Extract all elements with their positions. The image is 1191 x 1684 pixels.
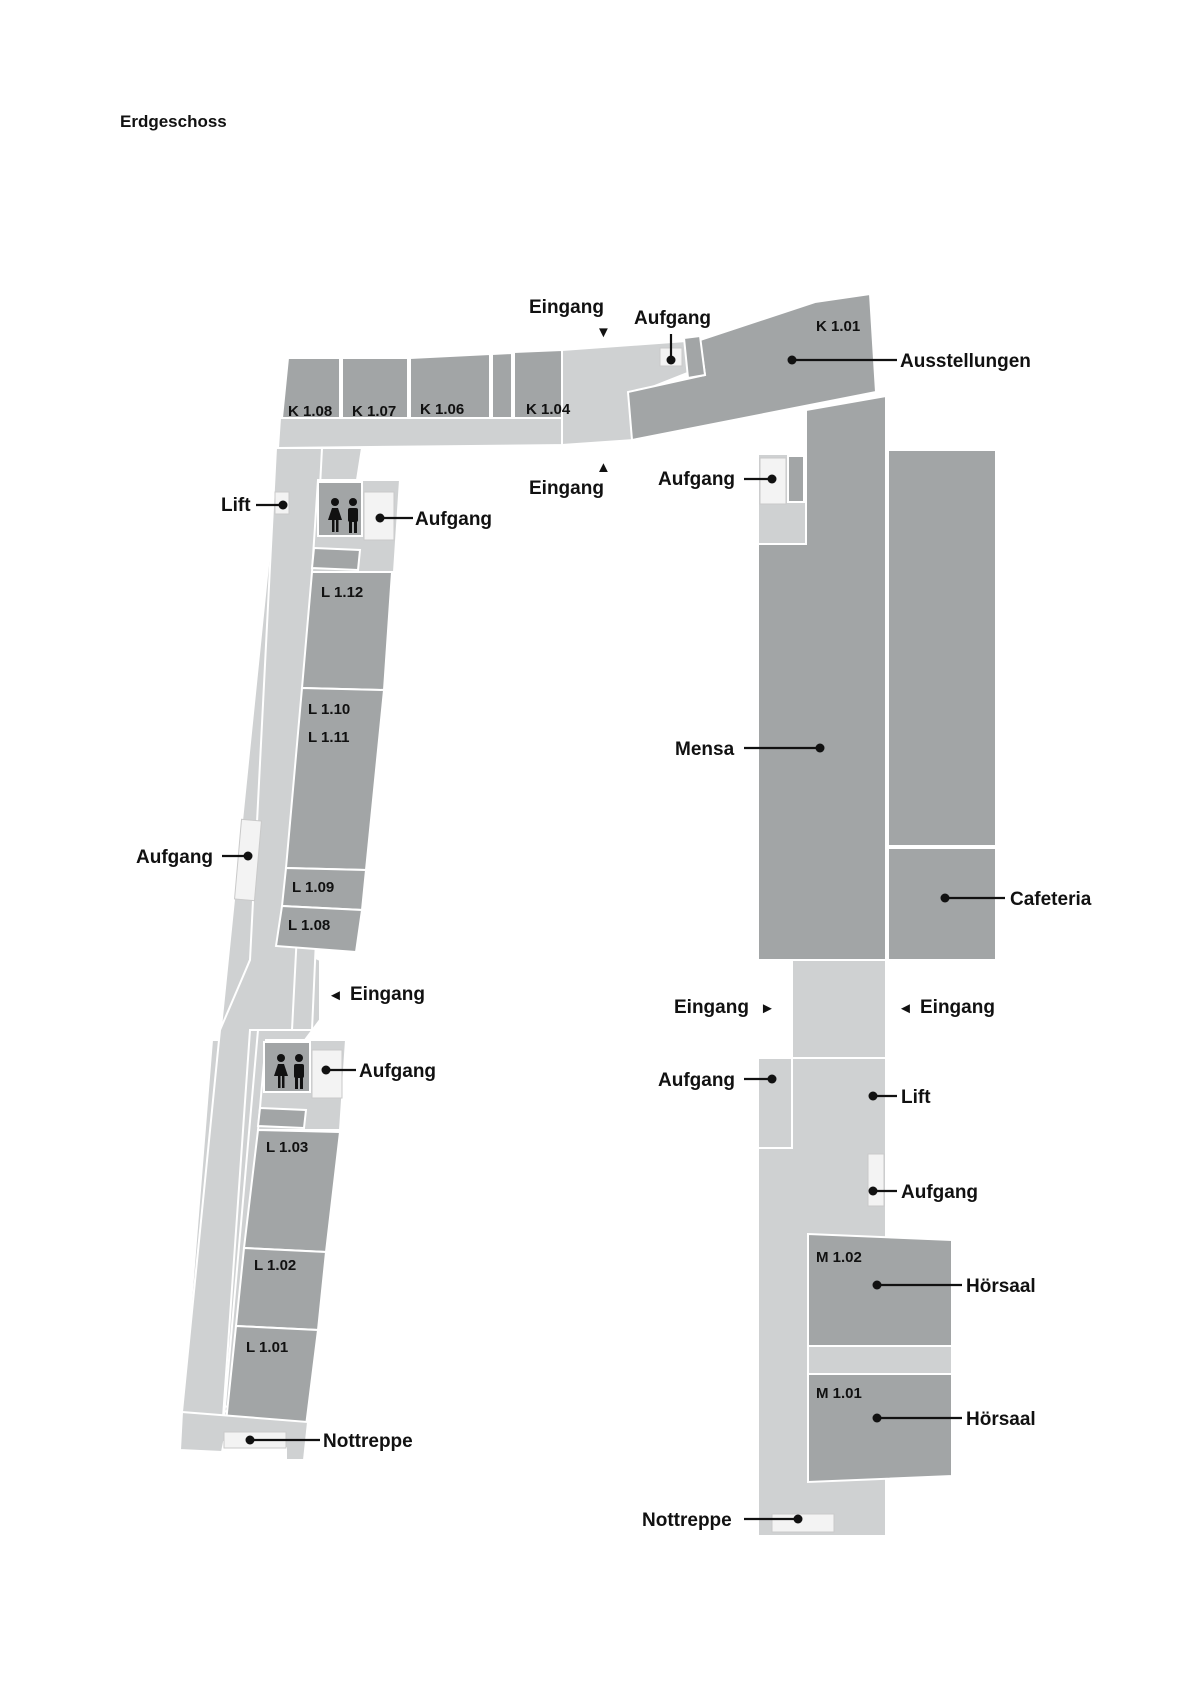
entrance-arrow-icon: ▼ — [596, 324, 611, 341]
room-id-l-1-02: L 1.02 — [254, 1257, 296, 1274]
label-aufgang-left-mid[interactable]: Aufgang — [136, 847, 213, 868]
label-eingang-right-b[interactable]: Eingang — [920, 997, 995, 1018]
storage-room-1 — [310, 546, 362, 572]
leader-line-icon — [222, 334, 1005, 1524]
label-cafeteria[interactable]: Cafeteria — [1010, 889, 1092, 910]
room-l-1-08[interactable] — [274, 904, 364, 954]
corridor-lecture-gap — [807, 1345, 953, 1375]
room-id-l-1-01: L 1.01 — [246, 1339, 288, 1356]
room-id-l-1-03: L 1.03 — [266, 1139, 308, 1156]
label-aufgang-right-low[interactable]: Aufgang — [901, 1182, 978, 1203]
room-m-1-01[interactable] — [807, 1373, 953, 1484]
label-aufgang-right-mid[interactable]: Aufgang — [658, 1070, 735, 1091]
room-id-l-1-12: L 1.12 — [321, 584, 363, 601]
label-eingang-top-bottom[interactable]: Eingang — [529, 478, 604, 499]
room-id-k-1-01: K 1.01 — [816, 318, 860, 335]
room-k-1-05[interactable] — [491, 351, 513, 419]
room-id-k-1-04: K 1.04 — [526, 401, 571, 418]
entrance-arrow-icon: ▲ — [596, 459, 611, 476]
toilet-icon — [328, 498, 358, 533]
stair-core-right-mid — [757, 1057, 793, 1149]
label-mensa[interactable]: Mensa — [675, 739, 735, 760]
label-lift-right[interactable]: Lift — [901, 1087, 931, 1108]
room-k-1-06[interactable] — [409, 352, 491, 419]
label-eingang-top[interactable]: Eingang — [529, 297, 604, 318]
room-id-l-1-08: L 1.08 — [288, 917, 330, 934]
room-mensa[interactable] — [757, 394, 887, 961]
entrance-arrow-icon: ► — [760, 1000, 775, 1017]
label-hoersaal-1[interactable]: Hörsaal — [966, 1276, 1036, 1297]
entrance-arrow-icon: ◄ — [328, 987, 343, 1004]
room-id-k-1-07: K 1.07 — [352, 403, 396, 420]
room-id-m-1-01: M 1.01 — [816, 1385, 862, 1402]
entrance-hall-right — [791, 959, 887, 1059]
entrance-arrow-icon: ◄ — [898, 1000, 913, 1017]
label-aufgang-wc1[interactable]: Aufgang — [415, 509, 492, 530]
stairs-icon — [771, 1513, 835, 1533]
label-lift-left[interactable]: Lift — [221, 495, 251, 516]
toilet-icon — [274, 1054, 304, 1089]
label-aufgang-wc2[interactable]: Aufgang — [359, 1061, 436, 1082]
room-id-l-1-09: L 1.09 — [292, 879, 334, 896]
room-id-m-1-02: M 1.02 — [816, 1249, 862, 1266]
label-aufgang-right-top[interactable]: Aufgang — [658, 469, 735, 490]
label-nottreppe-left[interactable]: Nottreppe — [323, 1431, 413, 1452]
corridor-k-wing — [276, 417, 567, 450]
room-id-k-1-08: K 1.08 — [288, 403, 332, 420]
room-cafeteria[interactable] — [887, 847, 997, 961]
label-nottreppe-right[interactable]: Nottreppe — [642, 1510, 732, 1531]
storage-room-2 — [256, 1106, 308, 1130]
label-eingang-right-a[interactable]: Eingang — [674, 997, 749, 1018]
room-id-l-1-11: L 1.11 — [308, 729, 349, 746]
room-k-1-07[interactable] — [341, 357, 409, 419]
label-hoersaal-2[interactable]: Hörsaal — [966, 1409, 1036, 1430]
label-ausstellungen[interactable]: Ausstellungen — [900, 351, 1031, 372]
shaft-right-top — [787, 455, 805, 503]
room-mensa-east[interactable] — [887, 449, 997, 847]
label-eingang-left-mid[interactable]: Eingang — [350, 984, 425, 1005]
room-k-1-01-annex[interactable] — [682, 334, 707, 380]
label-aufgang-top[interactable]: Aufgang — [634, 308, 711, 329]
stairs-icon — [867, 1153, 885, 1207]
floor-title: Erdgeschoss — [120, 112, 227, 131]
room-k-1-08[interactable] — [280, 357, 341, 419]
room-id-l-1-10: L 1.10 — [308, 701, 350, 718]
room-id-k-1-06: K 1.06 — [420, 401, 464, 418]
room-k-1-04[interactable] — [513, 348, 563, 419]
